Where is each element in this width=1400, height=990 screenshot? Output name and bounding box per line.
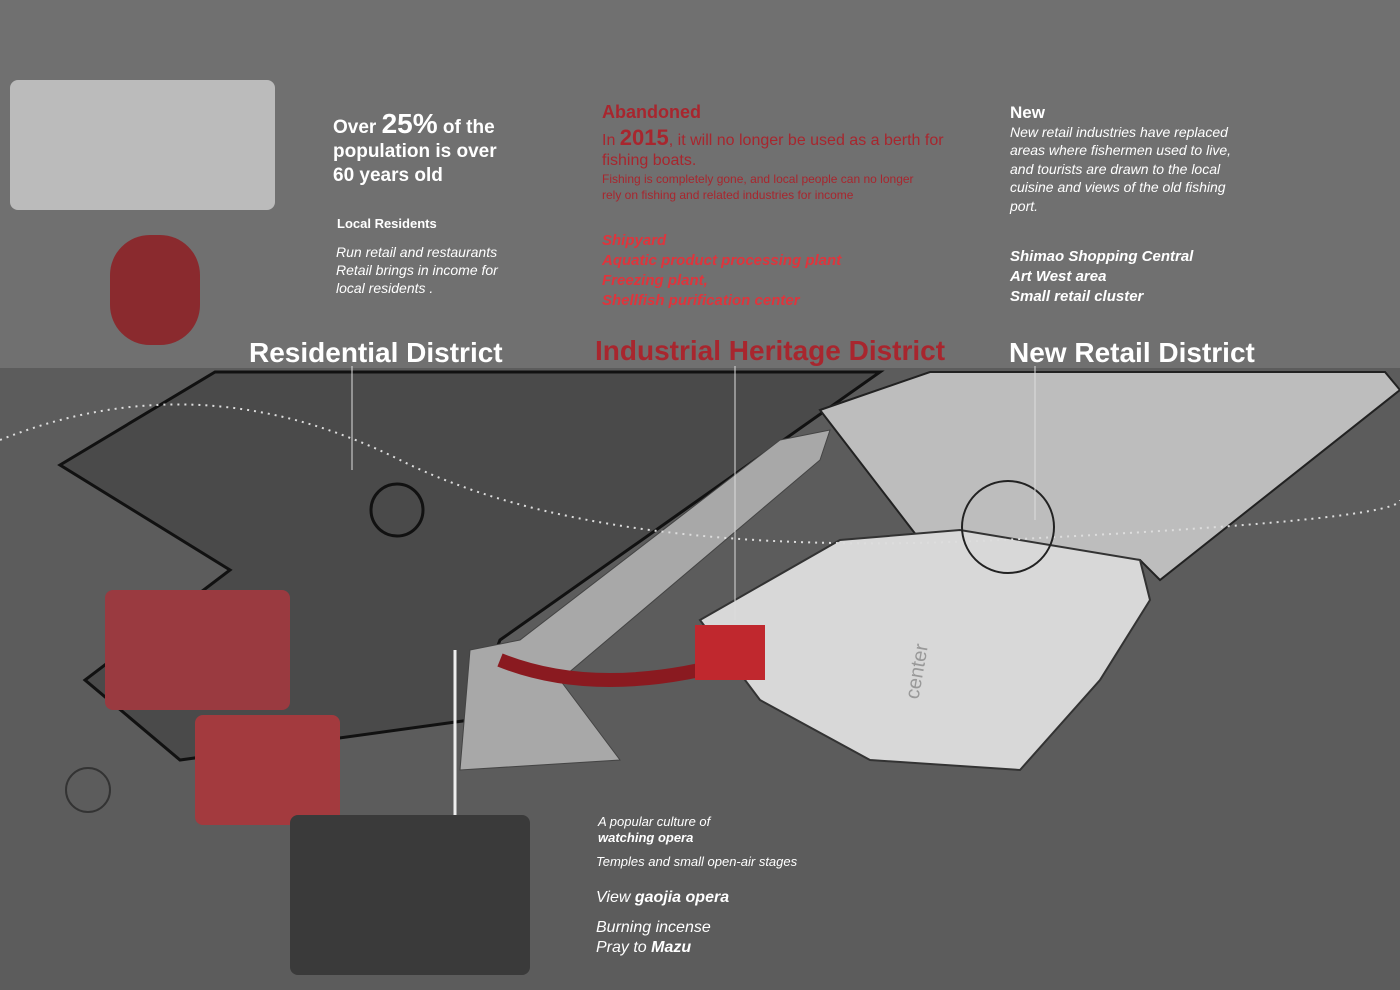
opera-stages: Temples and small open-air stages [596,854,798,869]
path-dotted [0,403,1400,545]
compass-icon [65,767,111,813]
industrial-zone [698,528,1152,772]
marker-circle [369,482,425,538]
family-figure [110,235,200,345]
industrial-district-title: Industrial Heritage District [595,335,946,366]
abandoned-note: Fishing is completely gone, and local pe… [602,172,914,202]
marker-circle [961,480,1055,574]
opera-performers [195,715,340,825]
residents-heading: Local Residents [337,216,437,231]
new-heading: New [1010,103,1045,122]
highlight-building [695,625,765,680]
pier [459,429,831,771]
retail-district-title: New Retail District [1009,337,1255,368]
temple-stage-photo [290,815,530,975]
opera-view: View gaojia opera [596,889,730,906]
craft-photo [105,590,290,710]
residential-district-title: Residential District [249,337,503,368]
elderly-photo [10,80,275,210]
abandoned-text: In 2015, it will no longer be used as a … [602,125,944,170]
abandoned-heading: Abandoned [602,102,701,122]
